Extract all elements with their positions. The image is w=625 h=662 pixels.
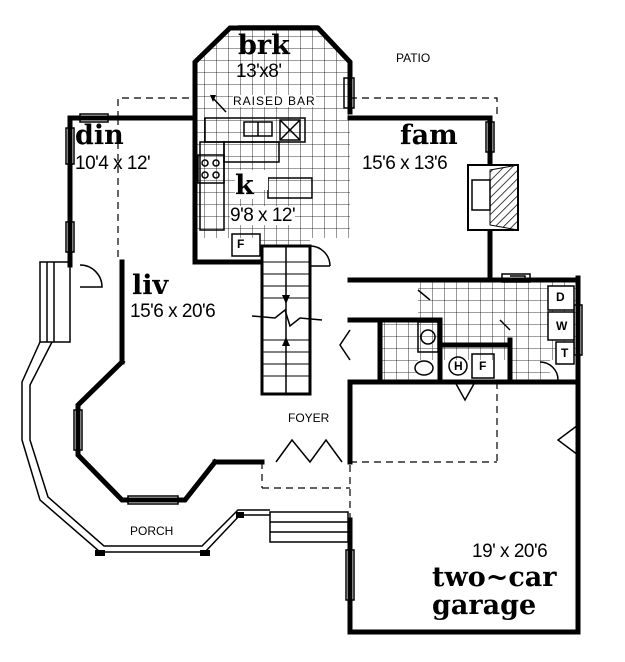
foyer-label: FOYER bbox=[288, 411, 330, 425]
dryer-label: D bbox=[556, 290, 565, 304]
room-name-family: fam bbox=[400, 120, 458, 151]
furnace-label: F bbox=[479, 359, 487, 373]
kitchen-details bbox=[197, 95, 301, 257]
patio-label: PATIO bbox=[396, 51, 431, 65]
washer-label: W bbox=[556, 319, 568, 333]
room-dims-family: 15'6 x 13'6 bbox=[362, 153, 448, 174]
room-dims-kitchen: 9'8 x 12' bbox=[230, 205, 296, 226]
water-heater-label: H bbox=[454, 359, 463, 373]
room-name-kitchen: k bbox=[235, 170, 254, 201]
fridge-label: F bbox=[237, 237, 245, 251]
utility-walls bbox=[347, 317, 513, 385]
living-bay-walls bbox=[39, 261, 219, 505]
porch-label: PORCH bbox=[130, 524, 174, 538]
laundry-appliances bbox=[501, 273, 575, 365]
staircase bbox=[251, 244, 323, 396]
dashed-outlines bbox=[117, 97, 498, 520]
room-name-breakfast: brk bbox=[238, 30, 290, 61]
room-dims-garage: 19' x 20'6 bbox=[472, 541, 548, 562]
room-name-garage-line1: two~car bbox=[432, 562, 557, 593]
room-name-garage-line2: garage bbox=[432, 590, 537, 621]
room-name-living: liv bbox=[132, 270, 169, 301]
doors bbox=[79, 245, 579, 464]
raised-bar-label: RAISED BAR bbox=[233, 94, 316, 108]
kitchen-tile-floor bbox=[195, 28, 350, 252]
room-dims-living: 15'6 x 20'6 bbox=[130, 301, 216, 322]
tub-label: T bbox=[561, 346, 569, 360]
fireplace bbox=[467, 164, 519, 231]
porch-outline bbox=[21, 341, 349, 556]
exterior-walls bbox=[67, 107, 581, 635]
room-dims-dining: 10'4 x 12' bbox=[75, 153, 151, 174]
breakfast-bay-walls bbox=[192, 25, 355, 115]
room-dims-breakfast: 13'x8' bbox=[236, 61, 282, 82]
room-name-dining: din bbox=[75, 120, 124, 151]
